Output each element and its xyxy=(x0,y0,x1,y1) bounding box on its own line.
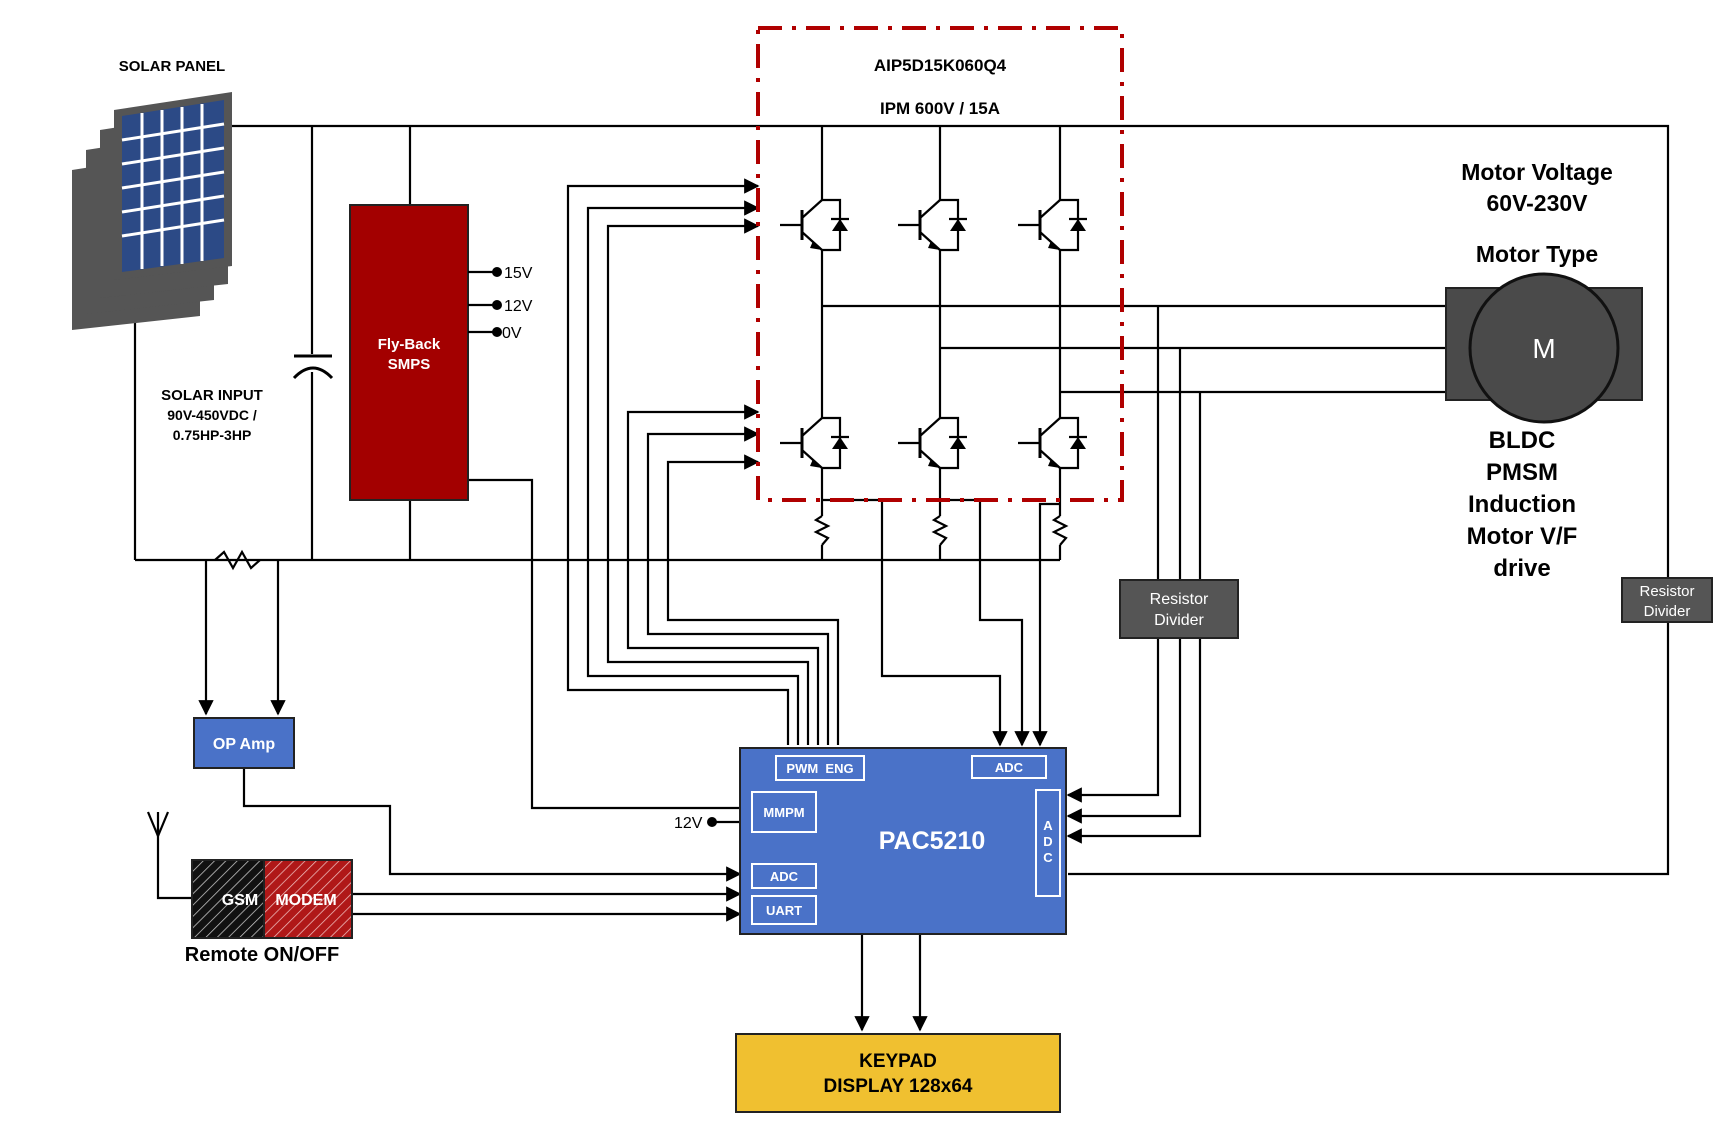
solar-input-line2: 90V-450VDC / xyxy=(167,407,257,423)
mcu-adc-top-label: ADC xyxy=(995,760,1024,775)
ipm-part-number: AIP5D15K060Q4 xyxy=(874,56,1007,75)
resistor-divider-bus-line1: Resistor xyxy=(1639,583,1694,600)
gsm-label: GSM xyxy=(222,892,258,909)
modem-label: MODEM xyxy=(275,892,336,909)
smps-out-12v: 12V xyxy=(504,298,533,315)
solar-input-line1: SOLAR INPUT xyxy=(161,387,263,404)
display-label: DISPLAY 128x64 xyxy=(824,1076,973,1097)
motor-type-item: Motor V/F xyxy=(1467,523,1578,550)
solar-input-line3: 0.75HP-3HP xyxy=(173,427,252,443)
solar-panel-icon xyxy=(72,92,232,330)
mcu-adc-right-letter: D xyxy=(1043,834,1052,849)
keypad-label: KEYPAD xyxy=(859,1051,937,1072)
motor-voltage-title: Motor Voltage xyxy=(1461,159,1613,185)
mcu-uart-box xyxy=(751,895,817,925)
solar-panel-title: SOLAR PANEL xyxy=(119,58,225,75)
keypad-display-block xyxy=(735,1033,1061,1113)
opamp-label: OP Amp xyxy=(213,736,275,753)
smps-out-15v: 15V xyxy=(504,265,533,282)
opamp-block xyxy=(193,717,295,769)
mcu-adc-right-box xyxy=(1035,789,1061,897)
igbt-transistor xyxy=(780,198,849,252)
wiring xyxy=(133,124,1670,1032)
mcu-uart-label: UART xyxy=(766,903,802,918)
mcu-12v-label: 12V xyxy=(674,815,703,832)
ipm-rating: IPM 600V / 15A xyxy=(880,99,1000,118)
motor-type-list: BLDC PMSM Induction Motor V/F drive xyxy=(1467,427,1578,582)
motor-type-item: PMSM xyxy=(1486,459,1558,486)
smps-out-0v: 0V xyxy=(502,325,522,342)
motor-type-item: Induction xyxy=(1468,491,1576,518)
smps-outputs xyxy=(468,267,502,337)
igbt-transistor xyxy=(898,198,967,252)
ipm-shunts xyxy=(813,515,1069,546)
remote-on-off-caption: Remote ON/OFF xyxy=(185,944,339,966)
resistor-divider-bus-line2: Divider xyxy=(1644,603,1691,620)
bus-capacitor xyxy=(292,354,334,380)
motor-type-item: drive xyxy=(1493,555,1550,582)
motor-icon xyxy=(1468,272,1620,424)
mcu-adc-right-letter: A xyxy=(1043,818,1053,833)
mcu-mmpm-box xyxy=(751,791,817,833)
mcu-adc-right-letter: C xyxy=(1043,850,1053,865)
resistor-divider-phase xyxy=(1119,579,1239,639)
smps-label-line1: Fly-Back xyxy=(378,336,441,353)
mcu-adc-left-box xyxy=(751,863,817,889)
shunt-resistor xyxy=(214,549,261,571)
mcu-mmpm-label: MMPM xyxy=(763,805,804,820)
igbt-bridge xyxy=(780,198,1087,470)
resistor-divider-bus xyxy=(1621,577,1713,623)
mcu-pwm-eng-box xyxy=(775,755,865,781)
resistor-divider-phase-line1: Resistor xyxy=(1150,591,1209,608)
igbt-transistor xyxy=(780,416,849,470)
motor-symbol: M xyxy=(1532,333,1555,364)
mcu-adc-left-label: ADC xyxy=(770,869,799,884)
modem-block xyxy=(263,859,353,939)
mcu-12v-terminal xyxy=(707,817,717,827)
motor-type-item: BLDC xyxy=(1489,427,1556,454)
smps-label-line2: SMPS xyxy=(388,356,431,373)
igbt-transistor xyxy=(898,416,967,470)
ipm-boundary xyxy=(756,26,1124,502)
flyback-smps-block xyxy=(349,204,469,501)
mcu-adc-top-box xyxy=(971,755,1047,779)
motor-voltage-range: 60V-230V xyxy=(1486,190,1588,216)
resistor-divider-phase-line2: Divider xyxy=(1154,612,1204,629)
mcu-pwm-eng-label: PWM ENG xyxy=(786,761,853,776)
igbt-transistor xyxy=(1018,198,1087,252)
igbt-transistor xyxy=(1018,416,1087,470)
motor-type-title: Motor Type xyxy=(1476,241,1598,267)
mcu-name: PAC5210 xyxy=(879,827,986,855)
